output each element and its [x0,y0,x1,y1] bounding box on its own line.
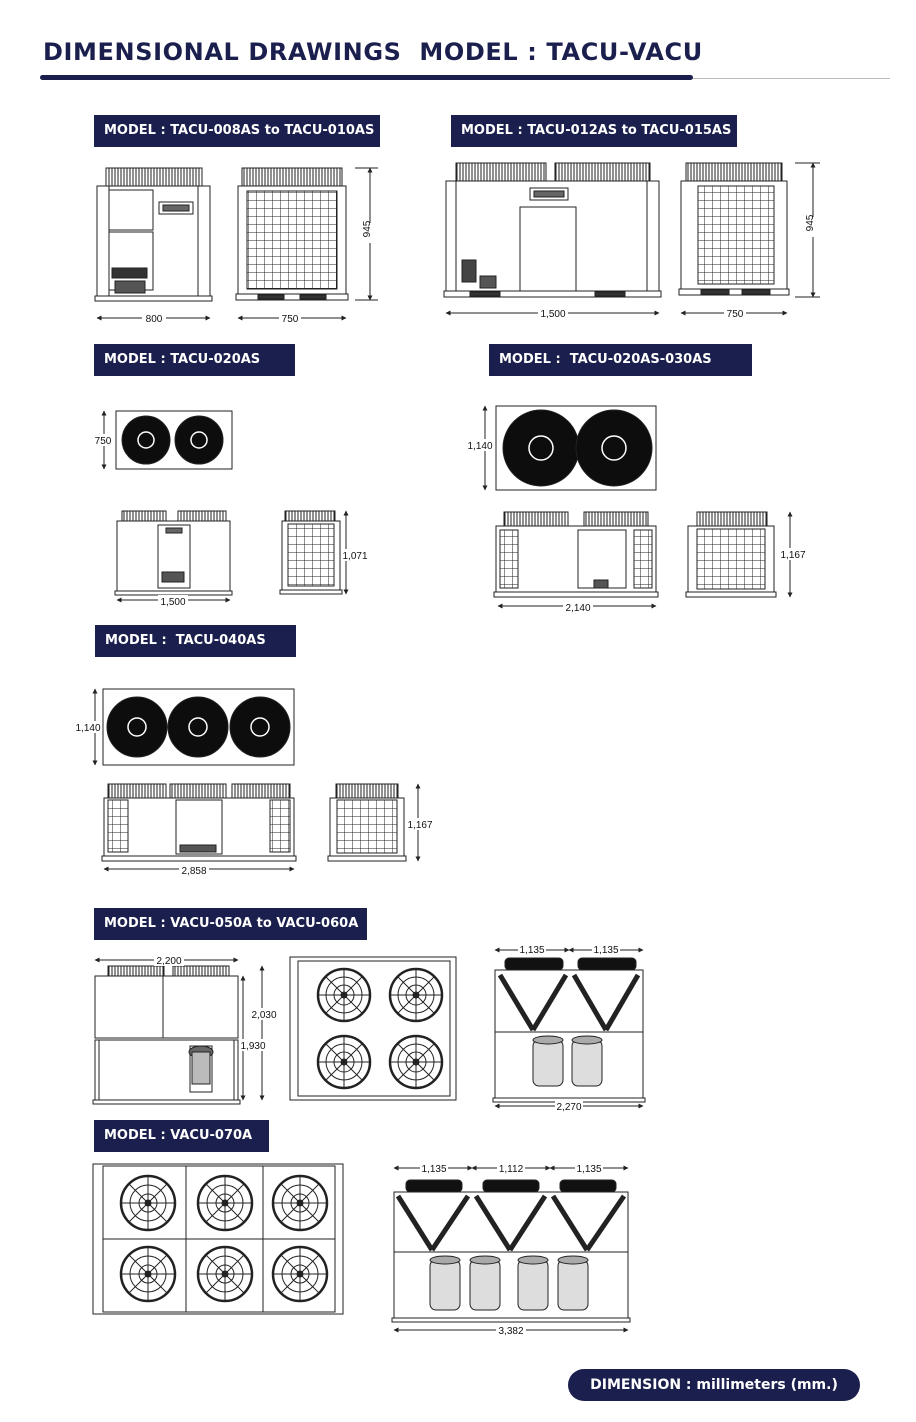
drawing-tacu-040-front [101,783,297,862]
drawing-tacu-020-030-top [495,405,657,491]
drawing-vacu-050-front [92,965,241,1105]
model-label-tacu-040as: MODEL : TACU-040AS [95,625,296,657]
dim-vacu-070-top-3: 1,135 [576,1164,601,1175]
dim-vacu-070-side-width: 3,382 [498,1326,523,1337]
fan-grille-icon [119,1245,177,1303]
model-label-tacu-020as: MODEL : TACU-020AS [94,344,295,376]
dimension-unit-badge: DIMENSION : millimeters (mm.) [568,1369,860,1401]
compressor-icon [429,1255,461,1311]
dim-tacu-020-height: 1,071 [342,551,367,562]
vacu-070-fans [119,1174,329,1303]
model-label-tacu-012as-015as: MODEL : TACU-012AS to TACU-015AS [451,115,737,147]
fan-grille-icon [271,1174,329,1232]
fan-grille-icon [388,967,444,1023]
dim-tacu-012-width: 1,500 [540,309,565,320]
drawing-tacu-020-side [279,510,343,595]
dim-tacu-020-030-width: 2,140 [565,603,590,614]
dim-vacu-050-top-right: 1,135 [593,945,618,956]
title-rule-extension [693,78,890,79]
dim-vacu-050-width: 2,200 [156,956,181,967]
drawing-tacu-012-front [443,162,662,298]
drawing-tacu-040-side [327,783,407,862]
drawing-tacu-020-030-front [493,511,659,598]
drawing-vacu-050-top [289,956,457,1101]
model-label-tacu-020as-030as: MODEL : TACU-020AS-030AS [489,344,752,376]
dim-tacu-040-height: 1,167 [407,820,432,831]
fan-grille-icon [316,1034,372,1090]
dim-tacu-012-depth: 750 [727,309,744,320]
dim-vacu-070-top-2: 1,112 [499,1164,524,1175]
dim-vacu-050-height: 2,030 [251,1010,276,1021]
fan-grille-icon [196,1174,254,1232]
dim-tacu-020-030-top-depth: 1,140 [467,441,492,452]
drawing-tacu-020-front [114,510,233,596]
dim-tacu-020-030-height: 1,167 [780,550,805,561]
drawing-tacu-020-030-side [685,511,777,598]
dim-vacu-050-top-left: 1,135 [519,945,544,956]
fan-grille-icon [316,967,372,1023]
compressor-icon [517,1255,549,1311]
fan-grille-icon [196,1245,254,1303]
dim-tacu-020-top-depth: 750 [95,436,112,447]
fan-grille-icon [119,1174,177,1232]
model-label-vacu-050a-060a: MODEL : VACU-050A to VACU-060A [94,908,367,940]
dim-vacu-050-side-width: 2,270 [556,1102,581,1113]
dim-tacu-008-depth: 750 [282,314,299,325]
model-label-tacu-008as-010as: MODEL : TACU-008AS to TACU-010AS [94,115,380,147]
model-label-vacu-070a: MODEL : VACU-070A [94,1120,269,1152]
compressor-icon [469,1255,501,1311]
dim-tacu-012-height: 945 [805,214,816,231]
compressor-icon [557,1255,589,1311]
dim-tacu-020-width: 1,500 [160,597,185,608]
dim-tacu-040-width: 2,858 [181,866,206,877]
dim-tacu-008-width: 800 [146,314,163,325]
drawing-tacu-008-side [235,167,349,301]
fan-grille-icon [388,1034,444,1090]
dim-tacu-040-top-depth: 1,140 [75,723,100,734]
drawing-tacu-020-top [115,410,233,470]
drawing-tacu-012-side [678,162,790,296]
page-title: DIMENSIONAL DRAWINGS MODEL : TACU-VACU [43,38,703,66]
fan-grille-icon [271,1245,329,1303]
dim-vacu-070-top-1: 1,135 [421,1164,446,1175]
title-underline [40,75,693,80]
compressor-icon [532,1035,564,1087]
drawing-vacu-050-side [492,957,646,1103]
drawing-tacu-008-front [94,167,213,302]
drawing-tacu-040-top [102,688,295,766]
dim-vacu-050-inner-height: 1,930 [240,1041,265,1052]
dim-tacu-008-height: 945 [362,220,373,237]
drawing-vacu-070-side [391,1179,631,1323]
compressor-icon [571,1035,603,1087]
